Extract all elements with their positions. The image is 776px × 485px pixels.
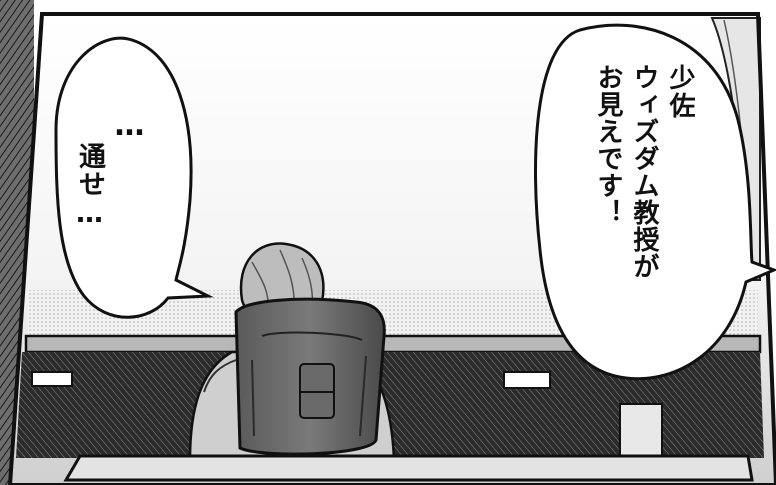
box: [619, 403, 663, 457]
dialogue-right-line-2: ウィズダム教授が: [629, 64, 659, 280]
speech-bubble-left: [54, 36, 214, 319]
dialogue-right-line-1: 少佐: [665, 64, 695, 120]
panel-border: [7, 12, 776, 485]
wall-plate-left: [31, 371, 73, 387]
speech-bubble-right: [534, 23, 776, 381]
dialogue-left-line-2: 通せ…: [74, 142, 105, 230]
dialogue-left-line-1: …: [112, 108, 147, 139]
desk: [63, 454, 754, 482]
dialogue-right-line-3: お見えです！: [593, 64, 623, 226]
wall-plate-right: [503, 371, 551, 389]
